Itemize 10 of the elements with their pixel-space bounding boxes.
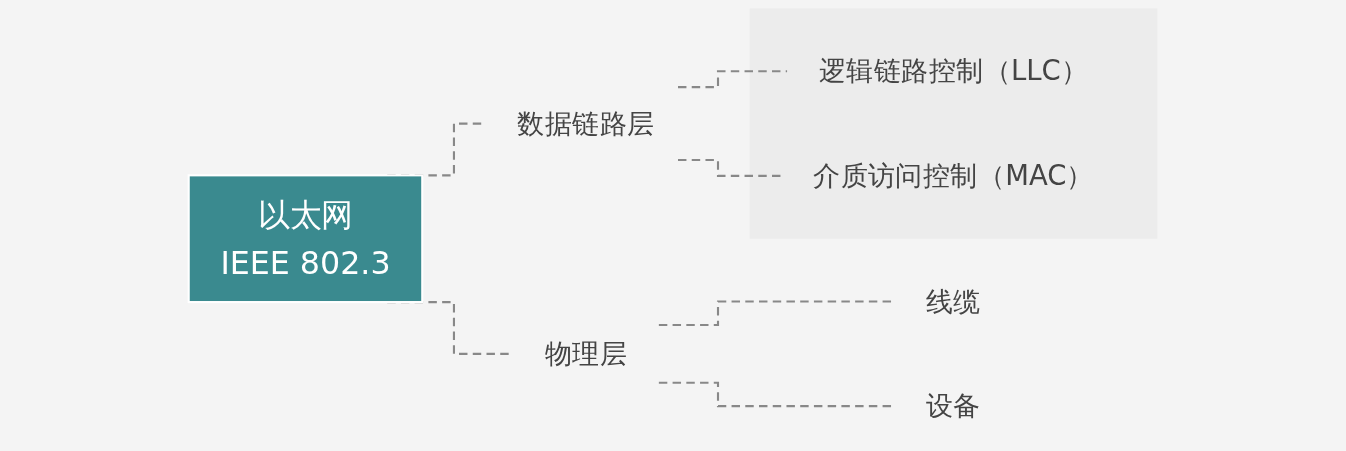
node-text: 数据链路层	[517, 107, 655, 139]
connector	[678, 70, 789, 89]
connector	[678, 158, 783, 177]
node-box: 以太网 IEEE 802.3	[187, 174, 424, 304]
node-text: 逻辑链路控制（LLC）	[818, 54, 1089, 87]
node-text: 设备	[926, 389, 981, 422]
cluster	[749, 8, 1158, 239]
node-text: 物理层	[544, 337, 628, 370]
node-text: 介质访问控制（MAC）	[813, 159, 1094, 192]
node-text: 线缆	[926, 285, 981, 317]
